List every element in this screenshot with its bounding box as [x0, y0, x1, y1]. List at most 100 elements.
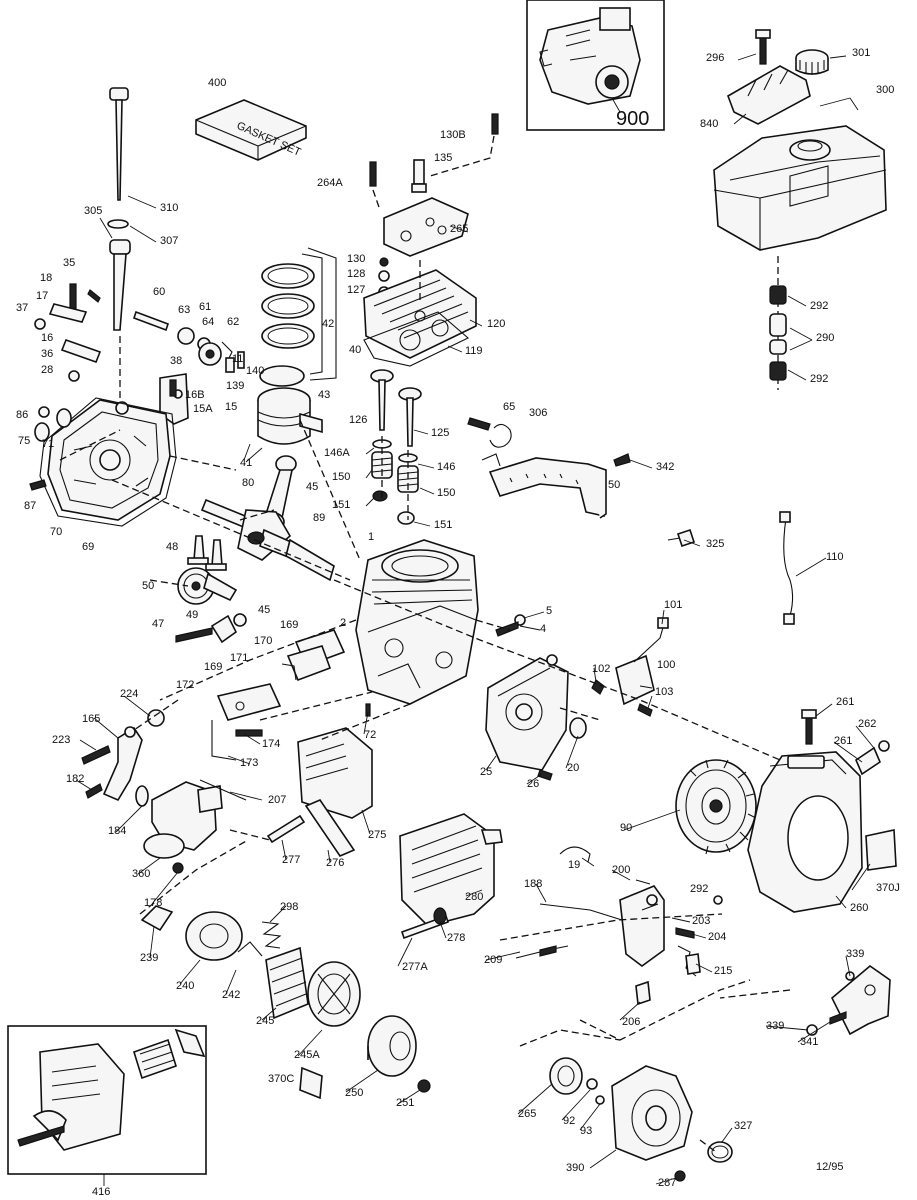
- part-label-p416: 416: [92, 1186, 110, 1198]
- part-label-p71: 71: [42, 438, 54, 450]
- part-label-p18: 18: [40, 272, 52, 284]
- cylinder-block: [355, 539, 479, 705]
- part-label-p65: 65: [503, 401, 515, 413]
- part-label-p38: 38: [170, 355, 182, 367]
- flywheel: [675, 759, 757, 855]
- part-label-p2: 2: [340, 617, 346, 629]
- part-label-p240: 240: [176, 980, 194, 992]
- part-label-p69: 69: [82, 541, 94, 553]
- piston-set-bracket: [307, 247, 337, 381]
- leader-lines: [75, 53, 875, 1185]
- part-label-p36: 36: [41, 348, 53, 360]
- piston-rings: [261, 263, 315, 349]
- part-label-p370C: 370C: [268, 1073, 294, 1085]
- fuel-tank: [713, 125, 887, 251]
- part-label-p223: 223: [52, 734, 70, 746]
- ring-plate: [865, 829, 897, 871]
- part-label-p120: 120: [487, 318, 505, 330]
- part-label-p17: 17: [36, 290, 48, 302]
- part-label-p110: 110: [826, 551, 844, 563]
- part-label-p277: 277: [282, 854, 300, 866]
- part-label-p327: 327: [734, 1120, 752, 1132]
- part-label-p16B: 16B: [185, 389, 205, 401]
- head-shroud: [383, 197, 469, 257]
- gasket-set-box: GASKET SET: [195, 99, 307, 161]
- part-label-p50b: 50: [142, 580, 154, 592]
- part-label-p339a: 339: [846, 948, 864, 960]
- part-label-p130B: 130B: [440, 129, 466, 141]
- carburetor: [143, 779, 247, 859]
- part-label-p170: 170: [254, 635, 272, 647]
- part-label-p342: 342: [656, 461, 674, 473]
- part-label-p89: 89: [313, 512, 325, 524]
- dipstick: [109, 87, 129, 201]
- part-label-p260: 260: [850, 902, 868, 914]
- part-label-p139: 139: [226, 380, 244, 392]
- part-label-p135: 135: [434, 152, 452, 164]
- ignition-module: [591, 617, 669, 717]
- part-label-p292a: 292: [810, 300, 828, 312]
- tank-screw: [755, 29, 771, 65]
- part-label-p5: 5: [546, 605, 552, 617]
- part-label-p245: 245: [256, 1015, 274, 1027]
- mechanical-governor: [175, 613, 247, 644]
- part-label-p70: 70: [50, 526, 62, 538]
- part-label-p245A: 245A: [294, 1049, 320, 1061]
- part-label-p277A: 277A: [402, 961, 428, 973]
- part-label-p400: 400: [208, 77, 226, 89]
- part-label-p62: 62: [227, 316, 239, 328]
- part-label-p15: 15: [225, 401, 237, 413]
- part-label-p151b: 151: [434, 519, 452, 531]
- spark-plug: [411, 159, 427, 193]
- inset-engine-assembly: [526, 0, 665, 131]
- part-label-p290: 290: [816, 332, 834, 344]
- part-label-p206: 206: [622, 1016, 640, 1028]
- part-label-p165: 165: [82, 713, 100, 725]
- fuel-line-110: [779, 511, 795, 625]
- part-label-p150b: 150: [437, 487, 455, 499]
- governor-gear: [132, 310, 245, 373]
- part-label-p64: 64: [202, 316, 214, 328]
- part-label-p188: 188: [524, 878, 542, 890]
- part-label-p16: 16: [41, 332, 53, 344]
- part-label-p4: 4: [540, 623, 546, 635]
- part-label-p25: 25: [480, 766, 492, 778]
- part-label-p43: 43: [318, 389, 330, 401]
- part-label-p171: 171: [230, 652, 248, 664]
- starter-parts: [140, 905, 431, 1100]
- part-label-p840: 840: [700, 118, 718, 130]
- part-label-p264A: 264A: [317, 177, 343, 189]
- small-screws: [365, 614, 553, 781]
- part-label-p150a: 150: [332, 471, 350, 483]
- dipstick-o-ring: [107, 219, 129, 229]
- part-label-p169a: 169: [280, 619, 298, 631]
- valves: [370, 369, 422, 447]
- part-label-p90: 90: [620, 822, 632, 834]
- part-label-p184: 184: [108, 825, 126, 837]
- part-label-p45b: 45: [258, 604, 270, 616]
- part-label-p169b: 169: [204, 661, 222, 673]
- part-label-p360: 360: [132, 868, 150, 880]
- part-label-p265b: 265: [518, 1108, 536, 1120]
- throttle-linkage: [81, 709, 165, 802]
- part-label-p278: 278: [447, 932, 465, 944]
- part-label-p35: 35: [63, 257, 75, 269]
- part-label-p87: 87: [24, 500, 36, 512]
- oil-seal-group: [29, 406, 72, 491]
- part-label-p128: 128: [347, 268, 365, 280]
- part-label-p20: 20: [567, 762, 579, 774]
- part-label-p261b: 261: [834, 735, 852, 747]
- inset-muffler-kit: [7, 1025, 207, 1186]
- tappets: [187, 535, 227, 571]
- crankcase-cover: [47, 399, 171, 521]
- part-label-p307: 307: [160, 235, 178, 247]
- part-label-p300: 300: [876, 84, 894, 96]
- cover-gasket: [39, 397, 177, 527]
- part-label-p60: 60: [153, 286, 165, 298]
- muffler: [399, 813, 503, 927]
- fill-tube: [109, 239, 131, 331]
- part-label-p40: 40: [349, 344, 361, 356]
- breather-assembly: [211, 629, 346, 761]
- part-label-p390: 390: [566, 1162, 584, 1174]
